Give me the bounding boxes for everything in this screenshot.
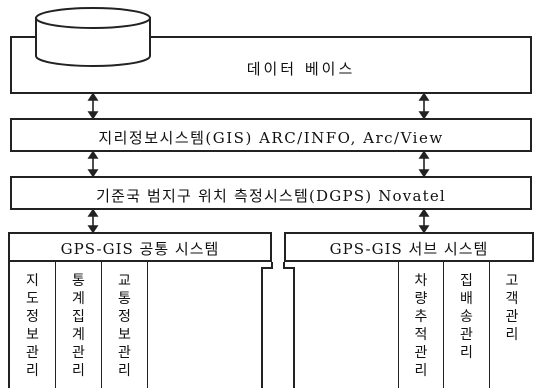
module-char: 집 bbox=[460, 273, 473, 289]
gis-label: 지리정보시스템(GIS) ARC/INFO, Arc/View bbox=[98, 129, 444, 147]
database-cylinder-icon bbox=[35, 7, 151, 67]
double-arrow-icon bbox=[87, 92, 430, 234]
module-char: 리 bbox=[460, 345, 473, 361]
module-char: 계 bbox=[72, 327, 85, 343]
module-char: 통 bbox=[118, 291, 131, 307]
sub-system-border bbox=[283, 262, 295, 388]
module-char: 리 bbox=[414, 363, 428, 379]
module-char: 고 bbox=[505, 273, 519, 289]
module-char: 리 bbox=[505, 327, 519, 343]
dgps-label: 기준국 범지구 위치 측정시스템(DGPS) Novatel bbox=[96, 187, 446, 205]
common-system-title: GPS-GIS 공통 시스템 bbox=[8, 232, 272, 262]
module-char: 관 bbox=[26, 345, 39, 361]
module-char: 관 bbox=[505, 309, 519, 325]
module-char: 관 bbox=[72, 345, 85, 361]
module-char: 리 bbox=[72, 363, 85, 379]
module-char: 배 bbox=[460, 291, 473, 307]
gis-layer: 지리정보시스템(GIS) ARC/INFO, Arc/View bbox=[10, 118, 532, 152]
module-char: 리 bbox=[26, 363, 39, 379]
module-char: 보 bbox=[118, 327, 131, 343]
module-char: 정 bbox=[26, 309, 39, 325]
database-label: 데이터 베이스 bbox=[246, 60, 356, 78]
module-char: 적 bbox=[414, 327, 428, 343]
module-char: 정 bbox=[118, 309, 131, 325]
module-char: 보 bbox=[26, 327, 39, 343]
module-char: 객 bbox=[505, 291, 519, 307]
module-char: 차 bbox=[414, 273, 428, 289]
module-char: 관 bbox=[414, 345, 428, 361]
common-system-border bbox=[261, 262, 273, 388]
module-char: 관 bbox=[118, 345, 131, 361]
module-char: 관 bbox=[460, 327, 473, 343]
module-char: 교 bbox=[118, 273, 131, 289]
module-char: 지 bbox=[26, 273, 39, 289]
dgps-layer: 기준국 범지구 위치 측정시스템(DGPS) Novatel bbox=[10, 176, 532, 210]
module-char: 통 bbox=[72, 273, 85, 289]
sub-system-title: GPS-GIS 서브 시스템 bbox=[284, 232, 534, 262]
module-char: 계 bbox=[72, 291, 85, 307]
module-char: 량 bbox=[414, 291, 428, 307]
module-char: 집 bbox=[72, 309, 85, 325]
module-char: 송 bbox=[460, 309, 473, 325]
module-char: 리 bbox=[118, 363, 131, 379]
module-char: 추 bbox=[414, 309, 428, 325]
module-char: 도 bbox=[26, 291, 39, 307]
